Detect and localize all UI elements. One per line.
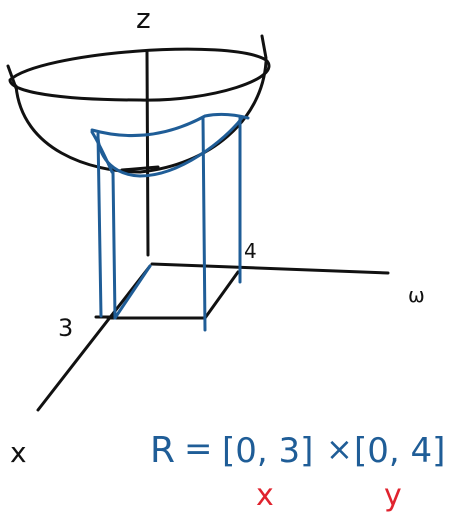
equation-interval-y: [0, 4]	[354, 431, 445, 471]
prism-top-back	[90, 112, 250, 138]
equation-equals: =	[184, 429, 213, 469]
bowl-rim	[8, 47, 271, 102]
x-axis-label: x	[10, 436, 27, 469]
bowl-rim-left-end	[6, 64, 18, 90]
y-tick-label: 4	[244, 239, 257, 263]
region-equation: R = [0, 3] × [0, 4]	[150, 429, 445, 471]
prism-edge-back-left	[96, 132, 103, 318]
paraboloid-surface	[6, 34, 271, 174]
prism-top-left-bend	[90, 130, 114, 174]
z-axis	[145, 50, 150, 257]
y-axis	[150, 262, 390, 275]
equation-times: ×	[326, 430, 353, 468]
bowl-rim-right-end	[260, 34, 268, 60]
interval-labels: x y	[256, 478, 402, 513]
bowl-vertex	[120, 165, 160, 172]
interval-label-y: y	[384, 478, 402, 513]
prism-edge-front-left	[111, 170, 117, 320]
x-axis	[36, 264, 152, 412]
equation-interval-x: [0, 3]	[222, 431, 313, 471]
base-edge-at-y4	[203, 270, 240, 320]
prism-base-left	[113, 264, 152, 320]
z-axis-label: z	[136, 2, 151, 35]
equation-lhs: R	[150, 430, 175, 471]
prism-edge-front-right	[201, 116, 207, 332]
axes	[36, 50, 390, 412]
axis-labels: z x ω 3 4	[10, 2, 425, 469]
region-prism	[90, 112, 250, 332]
y-axis-label: ω	[408, 283, 425, 307]
interval-label-x: x	[256, 478, 274, 513]
x-tick-label: 3	[58, 314, 73, 342]
bowl-right-side	[138, 60, 268, 174]
